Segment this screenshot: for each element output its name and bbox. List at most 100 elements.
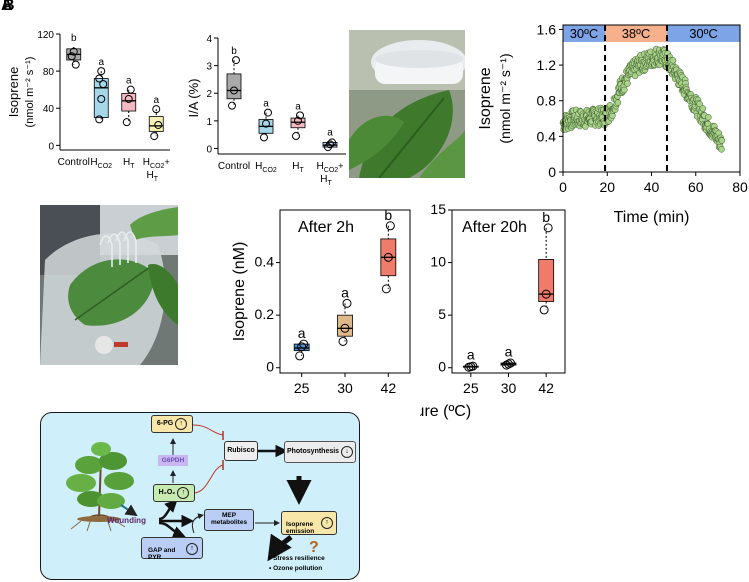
data-point bbox=[541, 289, 551, 299]
data-point bbox=[295, 351, 305, 361]
data-point bbox=[385, 221, 395, 231]
data-point bbox=[232, 56, 240, 65]
data-point bbox=[260, 133, 268, 142]
leaf-photo-illustration bbox=[349, 30, 465, 178]
significance-letter: a bbox=[98, 57, 104, 68]
panel-letter-b: B bbox=[3, 0, 15, 14]
photo-leaf-in-bag bbox=[40, 205, 178, 365]
x-tick-sub: CO2 bbox=[150, 163, 165, 170]
x-tick-label: HCO2 bbox=[255, 161, 277, 174]
node-h2o2: H₂O₂ ↑ bbox=[153, 484, 195, 502]
up-arrow-icon: ↑ bbox=[321, 517, 333, 529]
node-gap-label: GAP and PYR bbox=[148, 547, 176, 562]
y-axis-label: Isoprene bbox=[477, 67, 494, 129]
data-point bbox=[95, 74, 104, 83]
node-g6pdh: G6PDH bbox=[158, 455, 188, 466]
x-tick-label: 30 bbox=[337, 380, 353, 396]
temperature-label: 30ºC bbox=[570, 26, 599, 41]
up-arrow-icon: ↑ bbox=[177, 487, 190, 499]
y-axis-label: I/A (%) bbox=[186, 78, 201, 117]
node-wounding: Wounding bbox=[107, 516, 146, 525]
x-tick-label: 80 bbox=[732, 179, 748, 195]
data-point bbox=[97, 94, 106, 103]
node-rubisco: Rubisco bbox=[224, 441, 258, 461]
y-tick-label: 0 bbox=[438, 359, 446, 375]
x-tick-label-line2: HT bbox=[146, 170, 158, 183]
y-tick-label: 1 bbox=[206, 117, 212, 128]
data-point bbox=[539, 305, 549, 315]
data-point bbox=[297, 342, 307, 352]
x-tick-label: HCO2+ bbox=[317, 161, 344, 174]
outcome-label: Ozone pollution bbox=[273, 565, 323, 572]
x-tick-label: 20 bbox=[599, 179, 615, 195]
data-point bbox=[154, 120, 163, 129]
panel-letter-a: A bbox=[1, 0, 13, 14]
x-tick-label: HT bbox=[292, 161, 304, 174]
y-tick-label: 1.6 bbox=[537, 21, 557, 37]
significance-letter: a bbox=[341, 284, 349, 300]
x-tick-sub: T bbox=[130, 163, 135, 170]
node-photosynthesis: Photosynthesis ↓ bbox=[284, 441, 356, 463]
y-tick-label: 4 bbox=[206, 34, 212, 45]
data-point bbox=[97, 67, 106, 76]
data-point bbox=[543, 223, 553, 233]
box bbox=[337, 314, 353, 337]
x-tick-main: Control bbox=[58, 157, 90, 168]
x-tick-label: HCO2 bbox=[90, 157, 112, 170]
x-tick-main: H bbox=[317, 161, 324, 172]
data-point bbox=[262, 119, 270, 128]
plot-frame bbox=[562, 24, 741, 173]
schematic-arrows bbox=[66, 424, 312, 562]
x-tick-main: H bbox=[143, 157, 150, 168]
node-mep: MEP metabolites bbox=[204, 509, 254, 531]
x-tick-sub: T bbox=[327, 180, 332, 187]
x-axis-label: Temperature (ºC) bbox=[420, 403, 471, 420]
data-point bbox=[705, 113, 712, 121]
significance-letter: a bbox=[327, 128, 333, 139]
x-tick-main: H bbox=[123, 157, 130, 168]
data-point bbox=[342, 298, 352, 308]
data-point bbox=[126, 85, 135, 94]
x-tick-main: H bbox=[255, 161, 262, 172]
x-tick-label: 40 bbox=[644, 179, 660, 195]
node-isoprene: Isoprene emission bbox=[281, 511, 337, 535]
x-tick-plus: + bbox=[338, 161, 343, 171]
x-tick-main: H bbox=[292, 161, 299, 172]
temperature-label: 30ºC bbox=[689, 26, 718, 41]
data-point bbox=[230, 86, 238, 95]
data-point bbox=[292, 132, 300, 141]
significance-letter: a bbox=[295, 101, 301, 112]
node-photosynthesis-label: Photosynthesis bbox=[286, 448, 340, 455]
y-tick-label: 80 bbox=[43, 67, 55, 78]
y-tick-label: 15 bbox=[430, 201, 446, 217]
bag-photo-illustration bbox=[40, 205, 178, 365]
data-point bbox=[69, 47, 78, 56]
x-tick-sub: CO2 bbox=[262, 167, 277, 174]
y-tick-label: 1.2 bbox=[537, 57, 557, 73]
data-point bbox=[326, 140, 334, 149]
data-point bbox=[718, 146, 725, 153]
data-point bbox=[294, 116, 302, 125]
up-arrow-icon: ↑ bbox=[186, 543, 198, 555]
x-tick-label: 42 bbox=[381, 380, 397, 396]
data-point bbox=[340, 323, 350, 333]
temperature-band bbox=[666, 25, 740, 42]
y-tick-label: 2 bbox=[206, 89, 212, 100]
data-point bbox=[506, 358, 515, 368]
mechanism-schematic: 6-PG ↑ G6PDH H₂O₂ ↑ Rubisco Photosynthes… bbox=[40, 412, 360, 580]
x-tick-main: H bbox=[320, 174, 327, 185]
y-tick-label: 0.4 bbox=[537, 128, 557, 144]
data-point bbox=[264, 108, 272, 117]
y-tick-label: 10 bbox=[430, 254, 446, 270]
y-tick-label: 0 bbox=[548, 164, 556, 180]
significance-letter: a bbox=[126, 76, 132, 87]
x-tick-sub: T bbox=[154, 176, 159, 183]
x-tick-sub: CO2 bbox=[324, 167, 339, 174]
y-tick-label: 3 bbox=[206, 62, 212, 73]
data-point bbox=[228, 101, 236, 110]
x-tick-label: 25 bbox=[463, 380, 479, 396]
